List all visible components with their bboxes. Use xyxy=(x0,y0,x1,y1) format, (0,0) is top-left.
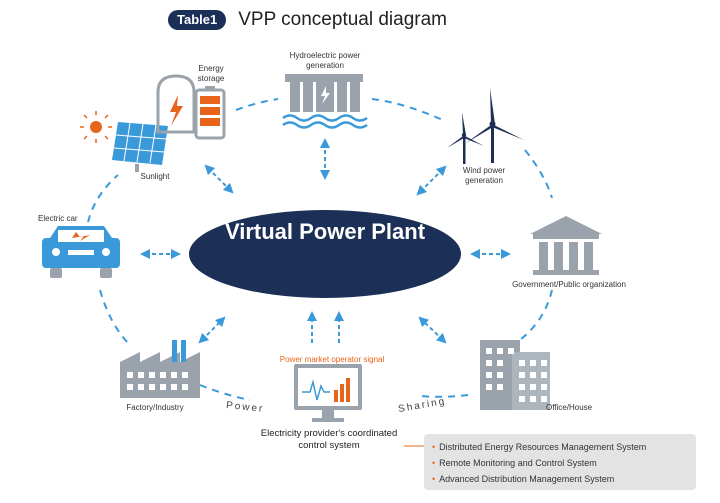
systems-item: •Remote Monitoring and Control System xyxy=(432,455,696,471)
wind-label: Wind power generation xyxy=(462,166,506,185)
office-building-icon xyxy=(480,340,550,410)
bullet-icon: • xyxy=(432,474,436,484)
systems-item: •Distributed Energy Resources Management… xyxy=(432,439,696,455)
systems-item: •Advanced Distribution Management System xyxy=(432,471,696,487)
electric-car-icon xyxy=(42,226,120,278)
office-label: Office/House xyxy=(546,403,593,412)
arrow-wind xyxy=(416,165,447,196)
systems-item-text: Advanced Distribution Management System xyxy=(439,474,615,484)
control-system-label: Electricity provider's coordinated contr… xyxy=(260,428,398,451)
wind-turbine-icon xyxy=(447,88,524,164)
government-label: Government/Public organization xyxy=(512,280,626,289)
energy-storage-icon xyxy=(156,74,226,140)
sunlight-label: Sunlight xyxy=(140,172,170,181)
government-building-icon xyxy=(530,216,602,275)
hydroelectric-dam-icon xyxy=(282,74,368,129)
vpp-label: Virtual Power Plant xyxy=(224,219,426,244)
electric-car-label: Electric car xyxy=(38,214,78,223)
connector-arrows xyxy=(140,138,511,344)
arrow-office xyxy=(418,316,447,344)
systems-item-text: Remote Monitoring and Control System xyxy=(439,458,597,468)
bullet-icon: • xyxy=(432,458,436,468)
systems-box: •Distributed Energy Resources Management… xyxy=(424,434,696,490)
hydro-label: Hydroelectric power generation xyxy=(289,51,361,70)
title-text: VPP conceptual diagram xyxy=(238,9,447,30)
vpp-ellipse xyxy=(189,210,461,298)
outer-ring xyxy=(87,98,553,401)
energy-storage-label: Energy storage xyxy=(197,64,225,83)
title-badge: Table1 xyxy=(168,10,227,30)
monitor-icon xyxy=(294,364,362,422)
arrow-storage xyxy=(204,164,234,194)
signal-label: Power market operator signal xyxy=(279,355,385,364)
factory-icon xyxy=(120,340,200,398)
bullet-icon: • xyxy=(432,442,436,452)
systems-item-text: Distributed Energy Resources Management … xyxy=(439,442,647,452)
diagram-title: Table1 VPP conceptual diagram xyxy=(168,9,447,31)
solar-panel-icon xyxy=(80,111,168,172)
arrow-factory xyxy=(198,316,226,344)
factory-label: Factory/Industry xyxy=(126,403,184,412)
